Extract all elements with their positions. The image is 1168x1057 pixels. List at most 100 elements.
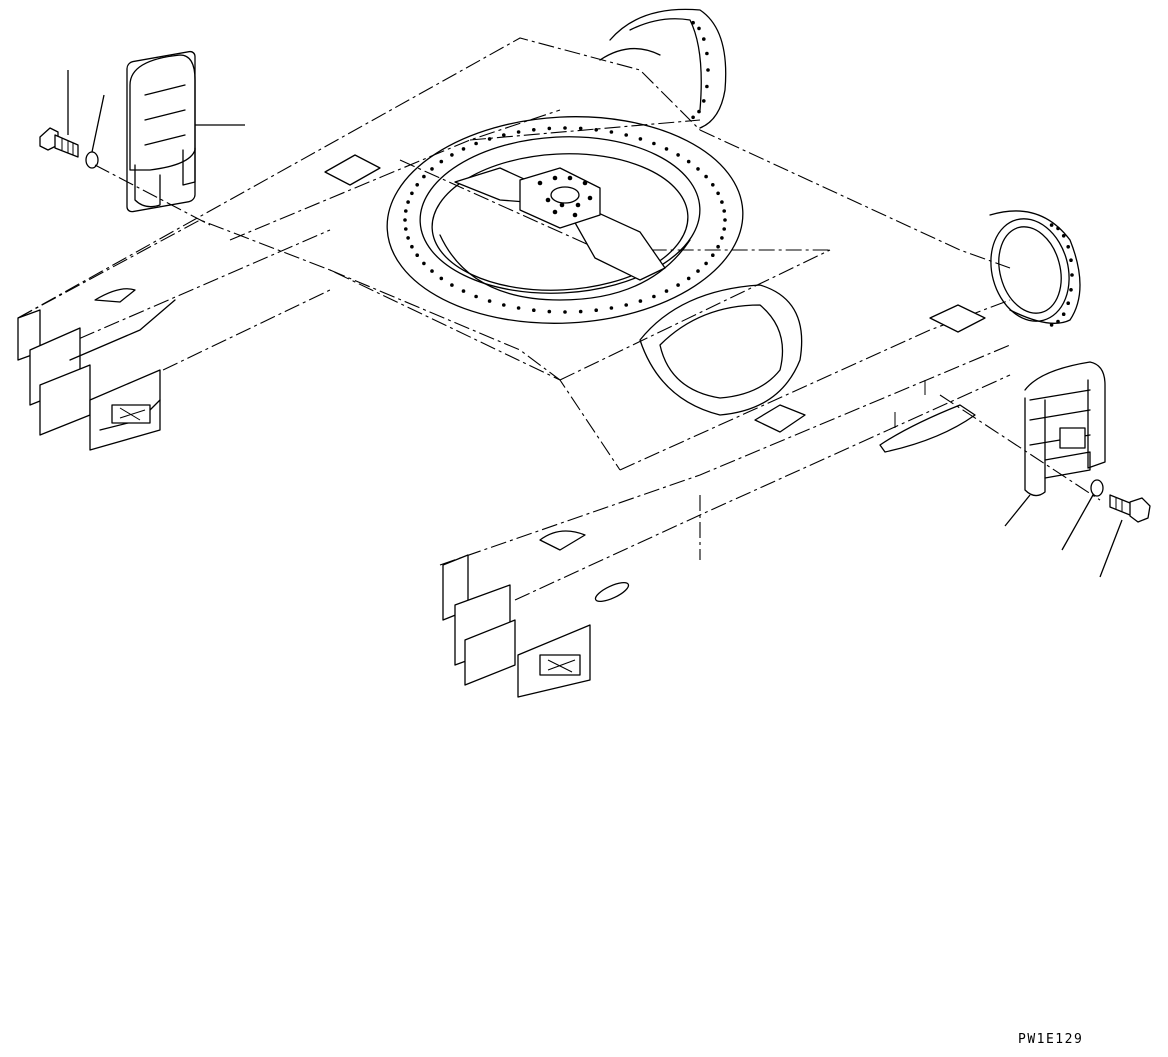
left-track-end bbox=[17, 288, 176, 451]
bolt-hole bbox=[720, 236, 724, 240]
bolt-hole bbox=[702, 99, 706, 103]
bolt-hole bbox=[1056, 319, 1060, 324]
bolt-hole bbox=[430, 269, 434, 273]
bolt-hole bbox=[487, 299, 492, 303]
bolt-hole bbox=[711, 183, 715, 187]
bolt-hole bbox=[415, 183, 420, 187]
bolt-hole bbox=[705, 84, 709, 89]
bolt-hole bbox=[403, 218, 407, 222]
bolt-hole bbox=[686, 159, 691, 164]
bolt-hole bbox=[702, 37, 706, 41]
bolt-hole bbox=[487, 137, 492, 141]
bolt-hole bbox=[578, 309, 583, 314]
bolt-hole bbox=[696, 167, 700, 171]
bolt-hole bbox=[461, 147, 466, 151]
bolt-hole bbox=[474, 141, 478, 146]
bolt-hole bbox=[1061, 312, 1066, 317]
left-step-ladder bbox=[126, 50, 196, 213]
bolt-hole bbox=[1049, 323, 1054, 327]
bolt-hole bbox=[439, 159, 444, 164]
bolt-hole bbox=[638, 299, 643, 303]
bolt-hole bbox=[720, 200, 724, 204]
plate-hole bbox=[582, 180, 588, 186]
bolt-hole bbox=[547, 309, 552, 314]
bolt-hole bbox=[686, 276, 691, 281]
bolt-hole bbox=[1061, 234, 1066, 238]
idler-holes-right bbox=[1049, 223, 1074, 327]
bolt-hole bbox=[502, 133, 506, 137]
right-track-end bbox=[442, 530, 630, 698]
bolt-hole bbox=[404, 209, 408, 213]
bolt-hole bbox=[609, 130, 614, 134]
bolt-hole bbox=[691, 115, 695, 120]
bolt-hole bbox=[652, 294, 656, 299]
bolt-hole bbox=[1066, 245, 1070, 249]
bolt-hole bbox=[697, 26, 701, 31]
bolt-hole bbox=[461, 289, 466, 293]
ring-bolt-holes bbox=[403, 126, 727, 314]
bolt-hole bbox=[578, 126, 583, 131]
bolt-hole bbox=[716, 191, 720, 196]
bolt-hole bbox=[547, 126, 552, 131]
bolt-hole bbox=[404, 227, 408, 231]
right-bolt bbox=[1109, 494, 1151, 523]
bolt-hole bbox=[1056, 226, 1060, 231]
bolt-hole bbox=[697, 109, 701, 114]
bolt-hole bbox=[532, 308, 536, 313]
track-frame bbox=[17, 37, 1011, 601]
plate-hole bbox=[559, 202, 565, 208]
bolt-hole bbox=[722, 227, 726, 231]
left-bolt bbox=[39, 127, 79, 158]
bolt-hole bbox=[439, 276, 444, 281]
bolt-hole bbox=[704, 261, 708, 266]
bolt-hole bbox=[563, 310, 567, 314]
right-bracket bbox=[879, 404, 976, 453]
assembly-lines bbox=[94, 164, 1101, 501]
swing-circle bbox=[386, 116, 744, 324]
plate-hole bbox=[587, 195, 593, 201]
bolt-hole bbox=[1070, 273, 1074, 277]
bolt-hole bbox=[516, 306, 521, 310]
bolt-hole bbox=[594, 128, 598, 132]
bolt-hole bbox=[502, 303, 506, 307]
callout-leaders bbox=[67, 70, 1123, 578]
bolt-hole bbox=[676, 283, 680, 287]
bolt-hole bbox=[406, 236, 410, 240]
plate-hole bbox=[537, 180, 543, 186]
bolt-hole bbox=[410, 244, 414, 249]
bolt-hole bbox=[704, 174, 708, 179]
bolt-hole bbox=[450, 283, 454, 287]
bolt-hole bbox=[696, 269, 700, 273]
plate-hole bbox=[567, 175, 573, 181]
center-plate-holes bbox=[537, 175, 593, 218]
bolt-hole bbox=[638, 137, 643, 141]
bolt-hole bbox=[474, 294, 478, 299]
plate-hole bbox=[552, 175, 558, 181]
plate-hole bbox=[545, 197, 551, 203]
bolt-hole bbox=[415, 253, 420, 257]
bolt-hole bbox=[711, 253, 715, 257]
bolt-hole bbox=[594, 308, 598, 313]
bolt-hole bbox=[516, 130, 521, 134]
bolt-hole bbox=[406, 200, 410, 204]
bolt-hole bbox=[664, 147, 669, 151]
bolt-hole bbox=[723, 218, 727, 222]
leader-washer-left bbox=[91, 94, 105, 153]
leader-washer-right bbox=[1061, 494, 1094, 551]
bolt-hole bbox=[1049, 223, 1054, 227]
bolt-hole bbox=[422, 261, 426, 266]
bolt-hole bbox=[624, 133, 628, 137]
bolt-hole bbox=[609, 306, 614, 310]
drawing-code-label: PW1E129 bbox=[1018, 1032, 1084, 1047]
bolt-hole bbox=[563, 126, 567, 130]
right-step-ladder bbox=[1024, 361, 1106, 497]
plate-hole bbox=[572, 212, 578, 218]
right-idler-housing bbox=[989, 210, 1081, 327]
center-opening bbox=[324, 154, 986, 433]
plate-hole bbox=[552, 209, 558, 215]
bolt-hole bbox=[664, 289, 669, 293]
right-washer bbox=[1090, 479, 1104, 497]
bolt-hole bbox=[410, 191, 414, 196]
